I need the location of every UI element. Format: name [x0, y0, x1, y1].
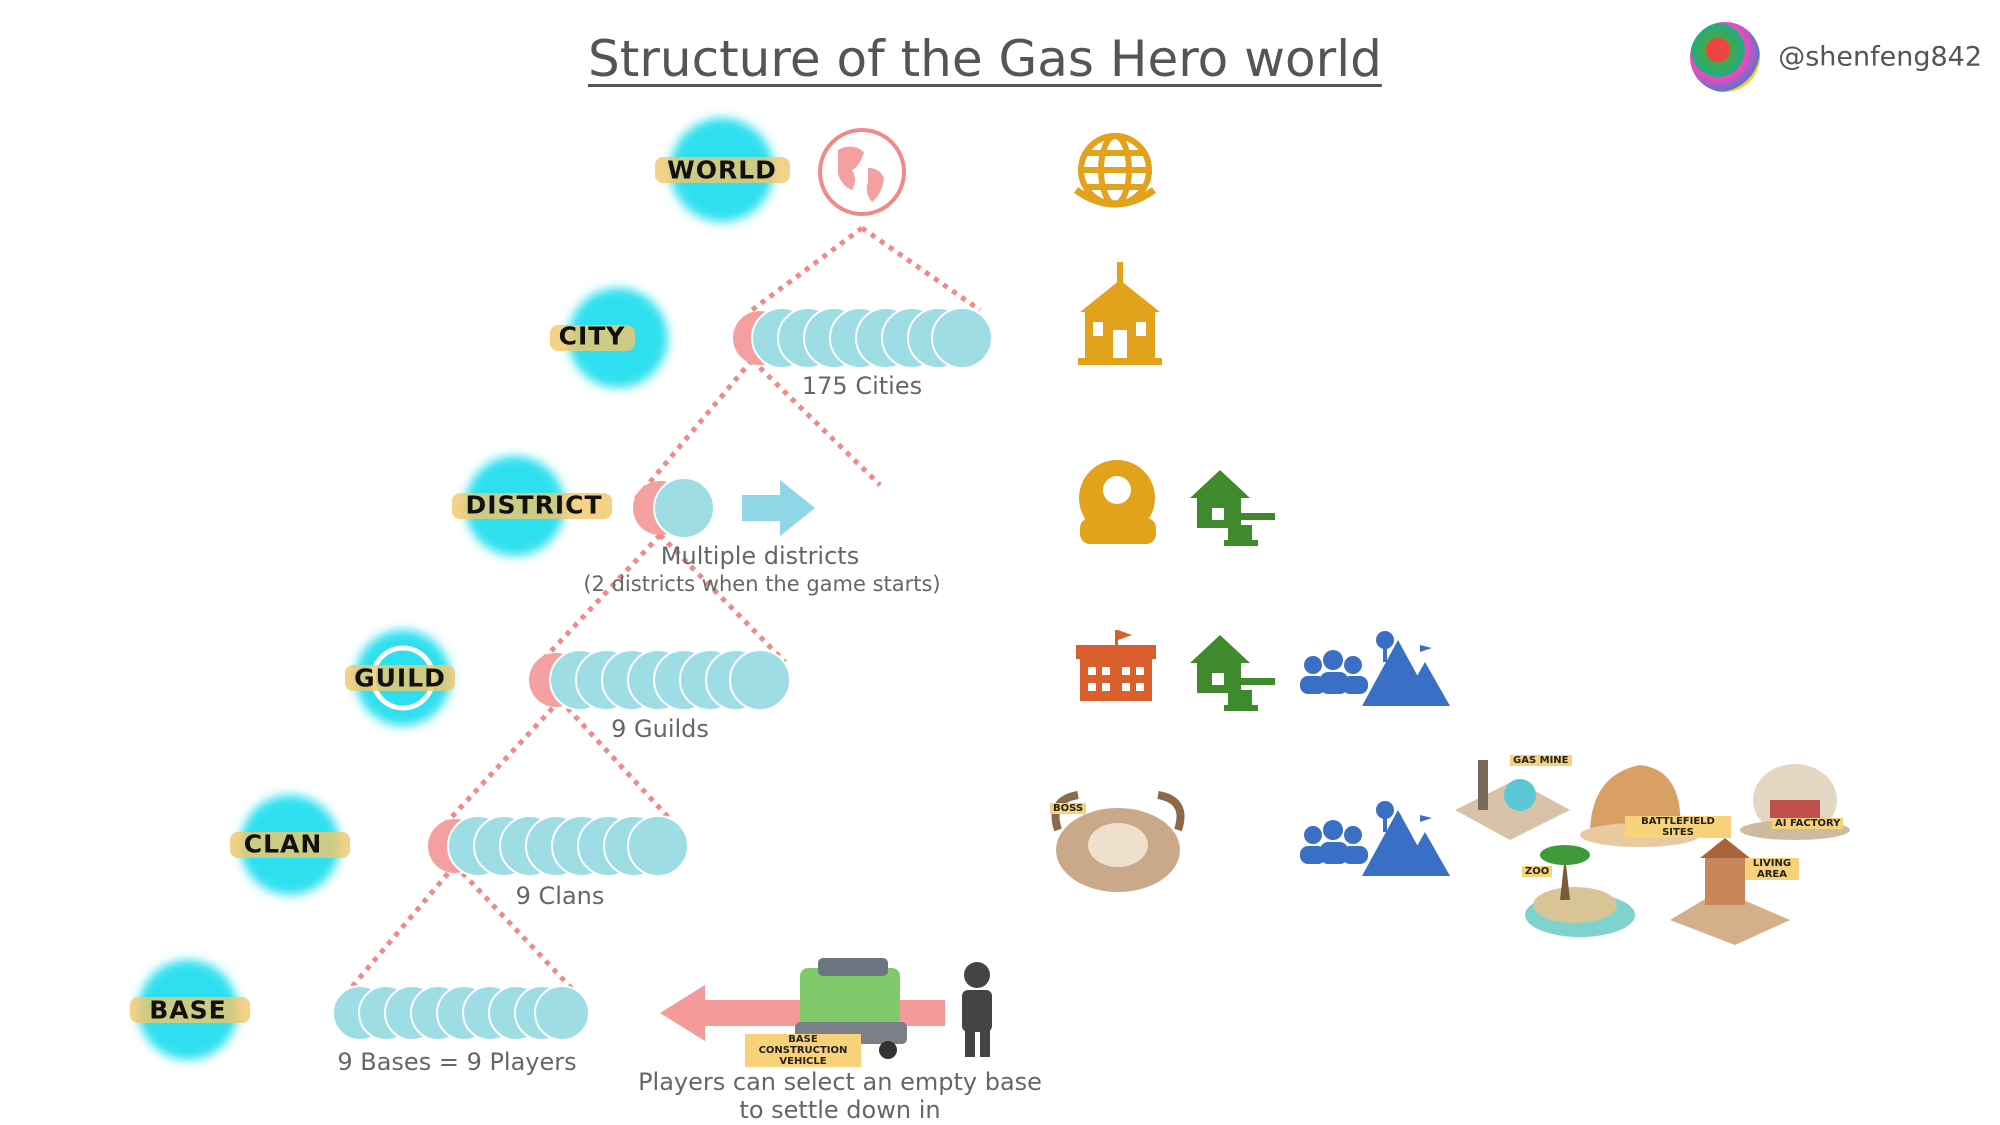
zoo-label: ZOO	[1522, 866, 1553, 877]
group-people-icon	[1300, 820, 1368, 864]
living-area-icon	[1670, 838, 1790, 945]
clan-badge	[230, 795, 350, 895]
base-badge	[130, 960, 250, 1060]
district-subcaption: (2 districts when the game starts)	[583, 572, 941, 596]
guild-nodes	[529, 649, 791, 711]
handle-text: @shenfeng842	[1778, 41, 1982, 73]
guild-count-caption: 9 Guilds	[611, 715, 709, 743]
city-badge	[550, 288, 668, 388]
player-note-line1: Players can select an empty base	[638, 1068, 1042, 1096]
level-label-clan: CLAN	[243, 829, 323, 859]
city-count-caption: 175 Cities	[801, 372, 923, 400]
battlefield-sites-label: BATTLEFIELD SITES	[1625, 816, 1731, 838]
land-auction-icon	[1190, 635, 1275, 711]
level-label-city: CITY	[558, 321, 626, 351]
person-icon	[962, 962, 992, 1057]
connector-lines	[343, 225, 982, 997]
player-note-line2: to settle down in	[739, 1096, 941, 1124]
ai-factory-label: AI FACTORY	[1772, 818, 1844, 829]
gas-mine-building-icon	[1455, 760, 1570, 840]
zoo-icon	[1525, 845, 1635, 937]
clan-nodes	[428, 815, 689, 877]
base-nodes	[332, 985, 590, 1041]
clan-count-caption: 9 Clans	[515, 882, 605, 910]
world-badge	[655, 118, 790, 222]
district-nodes	[633, 477, 715, 539]
living-area-label: LIVING AREA	[1745, 858, 1799, 880]
gas-mine-label: GAS MINE	[1510, 755, 1572, 766]
world-globe-icon	[818, 128, 906, 216]
district-caption: Multiple districts	[660, 542, 860, 570]
base-construction-vehicle-icon	[795, 958, 907, 1059]
fortress-icon	[1076, 630, 1156, 701]
base-count-caption: 9 Bases = 9 Players	[337, 1048, 577, 1076]
territory-icon	[1362, 631, 1450, 706]
city-nodes	[733, 307, 993, 369]
territory-icon	[1362, 801, 1450, 876]
vehicle-label: BASE CONSTRUCTION VEHICLE	[745, 1034, 861, 1067]
land-auction-icon	[1190, 470, 1275, 546]
community-icon	[1079, 460, 1156, 544]
page-title: Structure of the Gas Hero world	[588, 30, 1382, 88]
government-icon	[1078, 262, 1162, 365]
level-label-district: DISTRICT	[465, 490, 603, 520]
level-label-world: WORLD	[667, 155, 777, 185]
guild-badge	[345, 630, 455, 726]
district-arrow-icon	[742, 480, 815, 536]
level-label-guild: GUILD	[354, 663, 446, 693]
district-badge	[452, 456, 612, 556]
level-label-base: BASE	[149, 995, 227, 1025]
group-people-icon	[1300, 650, 1368, 694]
author-handle: @shenfeng842	[1689, 22, 1982, 92]
globe-icon	[1073, 133, 1157, 208]
boss-label: BOSS	[1050, 803, 1087, 814]
avatar	[1689, 22, 1760, 92]
